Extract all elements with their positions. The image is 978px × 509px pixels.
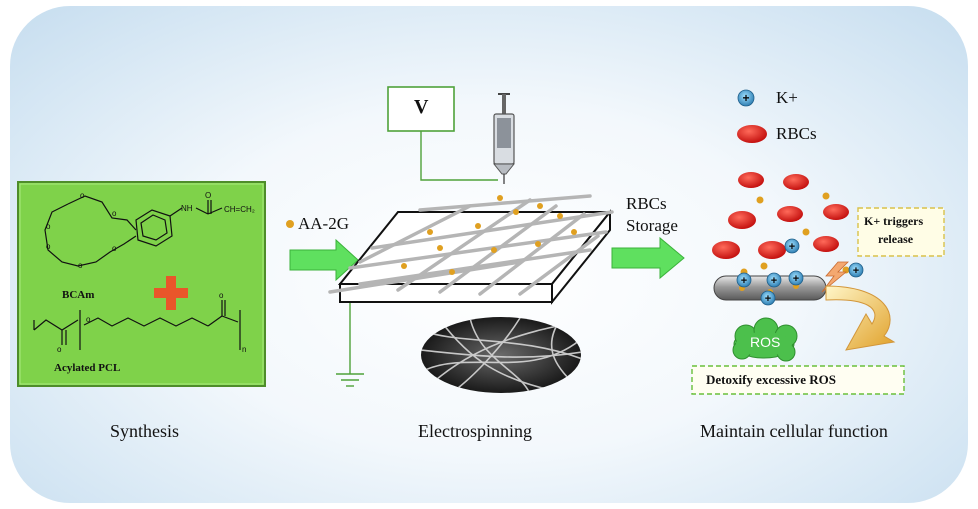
plus-icon <box>154 276 188 310</box>
ros-label: ROS <box>750 334 781 350</box>
storage-label-line1: RBCs <box>626 194 667 213</box>
svg-text:NH: NH <box>181 204 193 213</box>
svg-text:o: o <box>46 242 51 251</box>
potassium-ions: + + + + + + <box>736 238 864 306</box>
svg-text:o: o <box>46 222 51 231</box>
trigger-label-box <box>857 207 945 257</box>
curved-arrow-icon <box>825 285 896 351</box>
synthesis-caption: Synthesis <box>110 421 180 441</box>
ros-cloud <box>732 317 798 362</box>
trigger-lightning-icon <box>821 261 849 293</box>
svg-text:+: + <box>765 293 771 305</box>
svg-text:o: o <box>78 261 83 270</box>
rbc-legend-icon <box>737 125 767 143</box>
function-caption: Maintain cellular function <box>700 421 888 441</box>
fiber-drug-dots <box>401 195 577 275</box>
compound-2-label: Acylated PCL <box>54 362 121 374</box>
sem-image <box>421 317 581 393</box>
svg-text:+: + <box>789 241 795 253</box>
drug-legend-dot <box>286 220 294 228</box>
bcam-structure <box>44 195 223 267</box>
svg-text:o: o <box>112 244 117 253</box>
rbc-cells <box>712 172 849 259</box>
svg-text:o: o <box>86 315 91 324</box>
svg-text:+: + <box>742 91 749 105</box>
detox-label-box <box>691 365 905 395</box>
drug-label: AA-2G <box>298 214 349 233</box>
svg-text:o: o <box>219 291 224 300</box>
svg-text:CH=CH₂: CH=CH₂ <box>224 205 255 214</box>
svg-text:o: o <box>112 209 117 218</box>
svg-text:+: + <box>771 275 777 287</box>
arrow-electrospinning-to-storage <box>611 236 685 280</box>
svg-text:O: O <box>205 191 211 200</box>
electrospinning-caption: Electrospinning <box>418 421 532 441</box>
voltage-label: V <box>414 96 429 118</box>
storage-label-line2: Storage <box>626 216 678 235</box>
fiber-mesh <box>328 194 614 296</box>
bcam-atom-labels: o o o o o o NH O CH=CH₂ <box>46 191 255 270</box>
detox-label: Detoxify excessive ROS <box>706 372 836 387</box>
trigger-label-line1: K+ triggers <box>864 214 924 228</box>
svg-text:o: o <box>80 191 85 200</box>
rbc-legend-label: RBCs <box>776 124 817 143</box>
ion-legend-icon: + <box>737 89 755 107</box>
ion-legend-label: K+ <box>776 88 798 107</box>
arrow-synthesis-to-electrospinning <box>289 238 359 282</box>
voltage-wire <box>420 131 498 181</box>
svg-text:+: + <box>853 265 859 277</box>
trigger-label-line2: release <box>878 232 914 246</box>
pcl-atom-labels: o o o n <box>57 291 246 354</box>
svg-text:n: n <box>242 345 246 354</box>
svg-text:+: + <box>741 275 747 287</box>
ground-icon <box>336 373 364 387</box>
svg-text:+: + <box>793 273 799 285</box>
syringe-icon <box>492 93 516 184</box>
pcl-structure <box>33 300 241 350</box>
svg-text:o: o <box>57 345 62 354</box>
compound-1-label: BCAm <box>62 289 95 301</box>
